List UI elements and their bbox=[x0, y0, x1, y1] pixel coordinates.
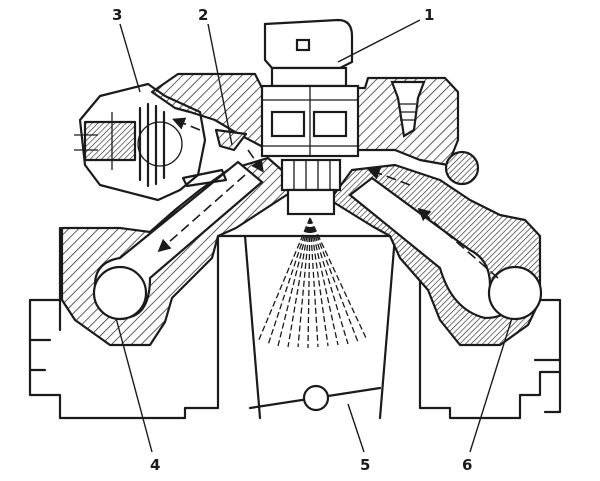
label-1: 1 bbox=[424, 6, 434, 24]
regulator-diaphragm bbox=[138, 102, 166, 188]
seal-ring bbox=[444, 150, 480, 186]
left-small-plate bbox=[181, 168, 228, 188]
valve-cap-tab bbox=[295, 38, 311, 52]
flow-arrow-regulator bbox=[172, 117, 201, 131]
leader-6 bbox=[469, 317, 513, 453]
leader-1 bbox=[337, 19, 421, 63]
left-lower-frame bbox=[28, 298, 62, 372]
port-4 bbox=[92, 265, 148, 321]
flow-arrow-deflector bbox=[247, 149, 264, 173]
label-3: 3 bbox=[112, 6, 122, 24]
leader-4 bbox=[115, 317, 153, 453]
injector-tip bbox=[286, 188, 336, 216]
flow-arrow-right-channel bbox=[417, 207, 499, 279]
label-5: 5 bbox=[360, 456, 370, 474]
leader-5 bbox=[347, 403, 365, 453]
flow-arrow-left-channel bbox=[157, 174, 246, 253]
valve-window-left bbox=[270, 110, 306, 138]
throttle-plate bbox=[248, 384, 382, 412]
label-2: 2 bbox=[198, 6, 208, 24]
leader-3 bbox=[119, 23, 141, 93]
injector-neck bbox=[280, 158, 342, 192]
screw bbox=[390, 80, 426, 138]
port-6 bbox=[487, 265, 543, 321]
flow-arrow-top-right bbox=[367, 167, 411, 186]
valve-window-right bbox=[312, 110, 348, 138]
regulator-spring bbox=[137, 121, 183, 167]
valve-stem bbox=[270, 66, 348, 88]
leader-2 bbox=[207, 23, 233, 146]
housing-outline bbox=[28, 226, 562, 420]
regulator-coil bbox=[83, 120, 137, 162]
label-6: 6 bbox=[462, 456, 472, 474]
label-4: 4 bbox=[150, 456, 160, 474]
right-lower-frame bbox=[533, 298, 562, 374]
fuel-spray bbox=[257, 217, 367, 349]
